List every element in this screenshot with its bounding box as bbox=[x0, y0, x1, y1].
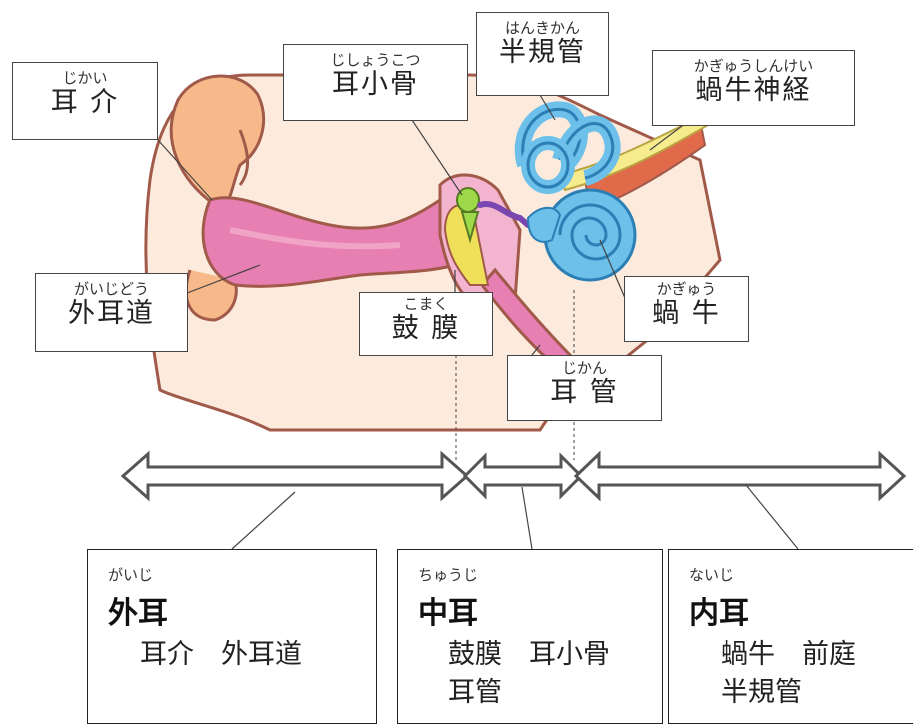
section-middle-ear: ちゅうじ 中耳 鼓膜 耳小骨 耳管 bbox=[397, 549, 663, 724]
ruby-cochlear-nerve: かぎゅうしんけい bbox=[693, 57, 814, 75]
pinna-fold bbox=[238, 129, 249, 186]
label-eustachian-tube: じかん 耳 管 bbox=[507, 355, 662, 421]
label-eardrum: こまく 鼓 膜 bbox=[359, 292, 493, 356]
ossicle-incus bbox=[460, 211, 480, 244]
eardrum bbox=[443, 204, 490, 286]
ear-canal bbox=[201, 192, 457, 288]
term-cochlea: 蝸 牛 bbox=[652, 298, 721, 329]
semicircular-canals bbox=[514, 101, 621, 194]
ruby-middle-ear: ちゅうじ bbox=[418, 566, 479, 584]
ruby-ossicles: じしょうこつ bbox=[330, 51, 421, 69]
outer-ear-range-arrow bbox=[120, 450, 470, 502]
label-pinna: じかい 耳 介 bbox=[12, 62, 158, 140]
term-cochlear-nerve: 蝸牛神経 bbox=[695, 75, 812, 106]
section-connectors bbox=[231, 484, 799, 550]
inner-ear-range-arrow bbox=[573, 450, 907, 502]
label-ear-canal: がいじどう 外耳道 bbox=[35, 273, 188, 352]
ruby-outer-ear: がいじ bbox=[108, 566, 154, 584]
ossicle-stapes bbox=[477, 201, 531, 228]
term-ear-canal: 外耳道 bbox=[68, 298, 155, 329]
pinna bbox=[169, 74, 266, 209]
section-outer-ear: がいじ 外耳 耳介 外耳道 bbox=[87, 549, 377, 724]
ruby-cochlea: かぎゅう bbox=[656, 280, 717, 298]
term-eustachian-tube: 耳 管 bbox=[550, 377, 619, 408]
ear-canal-highlight bbox=[229, 227, 401, 250]
vestibule bbox=[526, 206, 562, 243]
parts-inner-ear: 蝸牛 前庭 半規管 bbox=[721, 639, 856, 708]
ruby-pinna: じかい bbox=[62, 69, 108, 87]
label-cochlear-nerve: かぎゅうしんけい 蝸牛神経 bbox=[652, 50, 855, 126]
parts-outer-ear: 耳介 外耳道 bbox=[140, 639, 302, 670]
title-middle-ear: 中耳 bbox=[418, 596, 478, 631]
section-inner-ear: ないじ 内耳 蝸牛 前庭 半規管 bbox=[668, 549, 913, 724]
ruby-eardrum: こまく bbox=[403, 295, 449, 313]
cochlea bbox=[543, 188, 637, 282]
title-inner-ear: 内耳 bbox=[689, 596, 749, 631]
ruby-inner-ear: ないじ bbox=[689, 566, 735, 584]
ruby-ear-canal: がいじどう bbox=[73, 280, 149, 298]
term-eardrum: 鼓 膜 bbox=[391, 313, 461, 344]
label-semicircular-canals: はんきかん 半規管 bbox=[476, 12, 609, 96]
title-outer-ear: 外耳 bbox=[108, 596, 168, 631]
term-semicircular-canals: 半規管 bbox=[499, 37, 586, 68]
ruby-eustachian-tube: じかん bbox=[561, 359, 607, 377]
label-cochlea: かぎゅう 蝸 牛 bbox=[624, 276, 749, 342]
parts-middle-ear: 鼓膜 耳小骨 耳管 bbox=[448, 639, 610, 708]
label-ossicles: じしょうこつ 耳小骨 bbox=[283, 44, 468, 121]
ruby-semicircular-canals: はんきかん bbox=[504, 19, 580, 37]
term-pinna: 耳 介 bbox=[50, 87, 120, 118]
term-ossicles: 耳小骨 bbox=[332, 69, 419, 100]
